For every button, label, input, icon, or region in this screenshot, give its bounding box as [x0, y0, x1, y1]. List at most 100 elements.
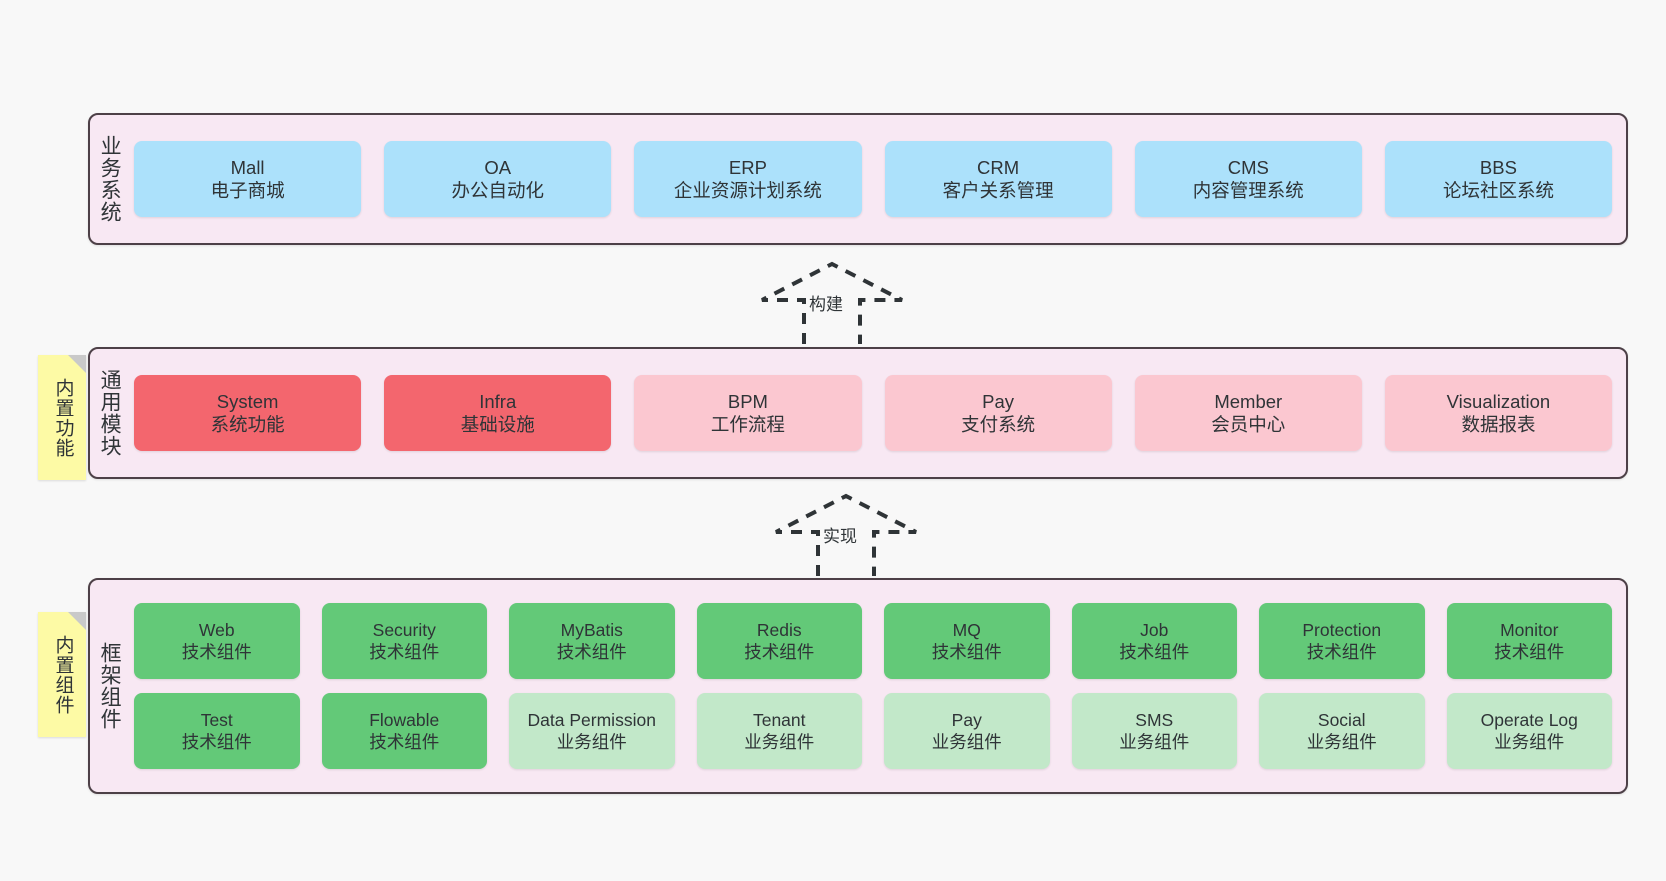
- module-desc: 技术组件: [181, 732, 252, 752]
- module-card-bpm[interactable]: BPM 工作流程: [634, 375, 862, 451]
- module-desc: 技术组件: [931, 642, 1002, 662]
- module-card-data-permission[interactable]: Data Permission 业务组件: [509, 693, 675, 769]
- layer-business-system[interactable]: 业务系统 Mall 电子商城 OA 办公自动化 ERP 企业资源计划系统 CRM…: [88, 113, 1628, 245]
- sticky-note-builtin-component[interactable]: 内置组件: [38, 612, 86, 737]
- layer-title-common: 通用模块: [98, 369, 122, 457]
- module-desc: 技术组件: [1119, 642, 1190, 662]
- module-name: Social: [1317, 709, 1366, 730]
- module-card-operate-log[interactable]: Operate Log 业务组件: [1446, 693, 1612, 769]
- module-card-mybatis[interactable]: MyBatis 技术组件: [509, 603, 675, 679]
- module-name: Web: [198, 619, 235, 640]
- module-card-member[interactable]: Member 会员中心: [1134, 375, 1362, 451]
- module-name: BBS: [1479, 156, 1517, 178]
- connector-build-label: 构建: [809, 295, 843, 314]
- module-name: MQ: [952, 619, 981, 640]
- connector-build-arrow: [761, 261, 903, 344]
- module-desc: 业务组件: [1494, 732, 1565, 752]
- module-card-web[interactable]: Web 技术组件: [134, 603, 300, 679]
- module-name: MyBatis: [560, 619, 623, 640]
- module-card-job[interactable]: Job 技术组件: [1071, 603, 1237, 679]
- module-desc: 数据报表: [1461, 414, 1536, 435]
- module-card-erp[interactable]: ERP 企业资源计划系统: [634, 141, 862, 217]
- module-desc: 业务组件: [1119, 732, 1190, 752]
- module-name: Visualization: [1446, 390, 1551, 412]
- module-card-test[interactable]: Test 技术组件: [134, 693, 300, 769]
- module-desc: 论坛社区系统: [1442, 180, 1554, 201]
- module-card-mall[interactable]: Mall 电子商城: [134, 141, 362, 217]
- module-name: Data Permission: [527, 709, 656, 730]
- module-desc: 企业资源计划系统: [673, 180, 822, 201]
- module-desc: 电子商城: [210, 180, 285, 201]
- layer-framework-row-business: Test 技术组件 Flowable 技术组件 Data Permission …: [134, 693, 1612, 769]
- module-name: Flowable: [369, 709, 440, 730]
- module-name: Pay: [951, 709, 982, 730]
- module-card-pay-business[interactable]: Pay 业务组件: [884, 693, 1050, 769]
- layer-framework-component[interactable]: 框架组件 Web 技术组件 Security 技术组件 MyBatis 技术组件…: [88, 578, 1628, 794]
- module-name: ERP: [728, 156, 767, 178]
- module-name: Tenant: [752, 709, 806, 730]
- module-desc: 业务组件: [931, 732, 1002, 752]
- module-desc: 技术组件: [1306, 642, 1377, 662]
- module-desc: 内容管理系统: [1192, 180, 1304, 201]
- module-name: Member: [1214, 390, 1283, 412]
- sticky-note-builtin-function[interactable]: 内置功能: [38, 355, 86, 480]
- module-name: Redis: [756, 619, 802, 640]
- module-desc: 技术组件: [1494, 642, 1565, 662]
- module-name: Job: [1140, 619, 1169, 640]
- module-desc: 基础设施: [460, 414, 535, 435]
- module-card-monitor[interactable]: Monitor 技术组件: [1446, 603, 1612, 679]
- module-card-cms[interactable]: CMS 内容管理系统: [1134, 141, 1362, 217]
- module-name: Mall: [230, 156, 265, 178]
- module-desc: 工作流程: [710, 414, 785, 435]
- module-name: CMS: [1227, 156, 1269, 178]
- module-card-tenant[interactable]: Tenant 业务组件: [696, 693, 862, 769]
- module-card-oa[interactable]: OA 办公自动化: [384, 141, 612, 217]
- module-name: SMS: [1135, 709, 1174, 730]
- module-name: OA: [484, 156, 512, 178]
- module-card-crm[interactable]: CRM 客户关系管理: [884, 141, 1112, 217]
- module-card-social[interactable]: Social 业务组件: [1259, 693, 1425, 769]
- layer-business-row: Mall 电子商城 OA 办公自动化 ERP 企业资源计划系统 CRM 客户关系…: [134, 141, 1613, 217]
- module-desc: 会员中心: [1211, 414, 1286, 435]
- module-name: BPM: [727, 390, 768, 412]
- module-name: Security: [372, 619, 436, 640]
- module-name: Operate Log: [1480, 709, 1578, 730]
- module-card-protection[interactable]: Protection 技术组件: [1259, 603, 1425, 679]
- module-desc: 技术组件: [556, 642, 627, 662]
- module-card-redis[interactable]: Redis 技术组件: [696, 603, 862, 679]
- module-card-system[interactable]: System 系统功能: [134, 375, 362, 451]
- module-desc: 系统功能: [210, 414, 285, 435]
- module-card-security[interactable]: Security 技术组件: [321, 603, 487, 679]
- module-card-bbs[interactable]: BBS 论坛社区系统: [1384, 141, 1613, 217]
- module-desc: 客户关系管理: [942, 180, 1054, 201]
- layer-common-module[interactable]: 通用模块 System 系统功能 Infra 基础设施 BPM 工作流程 Pay…: [88, 347, 1628, 479]
- layer-common-row: System 系统功能 Infra 基础设施 BPM 工作流程 Pay 支付系统…: [134, 375, 1613, 451]
- layer-title-business: 业务系统: [98, 135, 122, 223]
- module-name: Protection: [1302, 619, 1382, 640]
- module-card-sms[interactable]: SMS 业务组件: [1071, 693, 1237, 769]
- layer-framework-row-technical: Web 技术组件 Security 技术组件 MyBatis 技术组件 Redi…: [134, 603, 1612, 679]
- module-name: Test: [200, 709, 233, 730]
- module-card-infra[interactable]: Infra 基础设施: [384, 375, 612, 451]
- module-desc: 办公自动化: [451, 180, 545, 201]
- connector-implement-arrow: [775, 493, 917, 576]
- module-name: Monitor: [1500, 619, 1559, 640]
- module-name: Pay: [982, 390, 1015, 412]
- module-desc: 支付系统: [961, 414, 1036, 435]
- module-name: CRM: [977, 156, 1020, 178]
- module-name: System: [216, 390, 279, 412]
- module-card-visualization[interactable]: Visualization 数据报表: [1384, 375, 1613, 451]
- module-desc: 技术组件: [744, 642, 815, 662]
- module-card-mq[interactable]: MQ 技术组件: [884, 603, 1050, 679]
- module-desc: 业务组件: [744, 732, 815, 752]
- module-desc: 业务组件: [556, 732, 627, 752]
- module-desc: 技术组件: [369, 642, 440, 662]
- module-card-flowable[interactable]: Flowable 技术组件: [321, 693, 487, 769]
- module-desc: 技术组件: [181, 642, 252, 662]
- connector-implement-label: 实现: [823, 527, 857, 546]
- layer-title-framework: 框架组件: [98, 642, 122, 730]
- module-card-pay[interactable]: Pay 支付系统: [884, 375, 1112, 451]
- module-desc: 技术组件: [369, 732, 440, 752]
- module-desc: 业务组件: [1306, 732, 1377, 752]
